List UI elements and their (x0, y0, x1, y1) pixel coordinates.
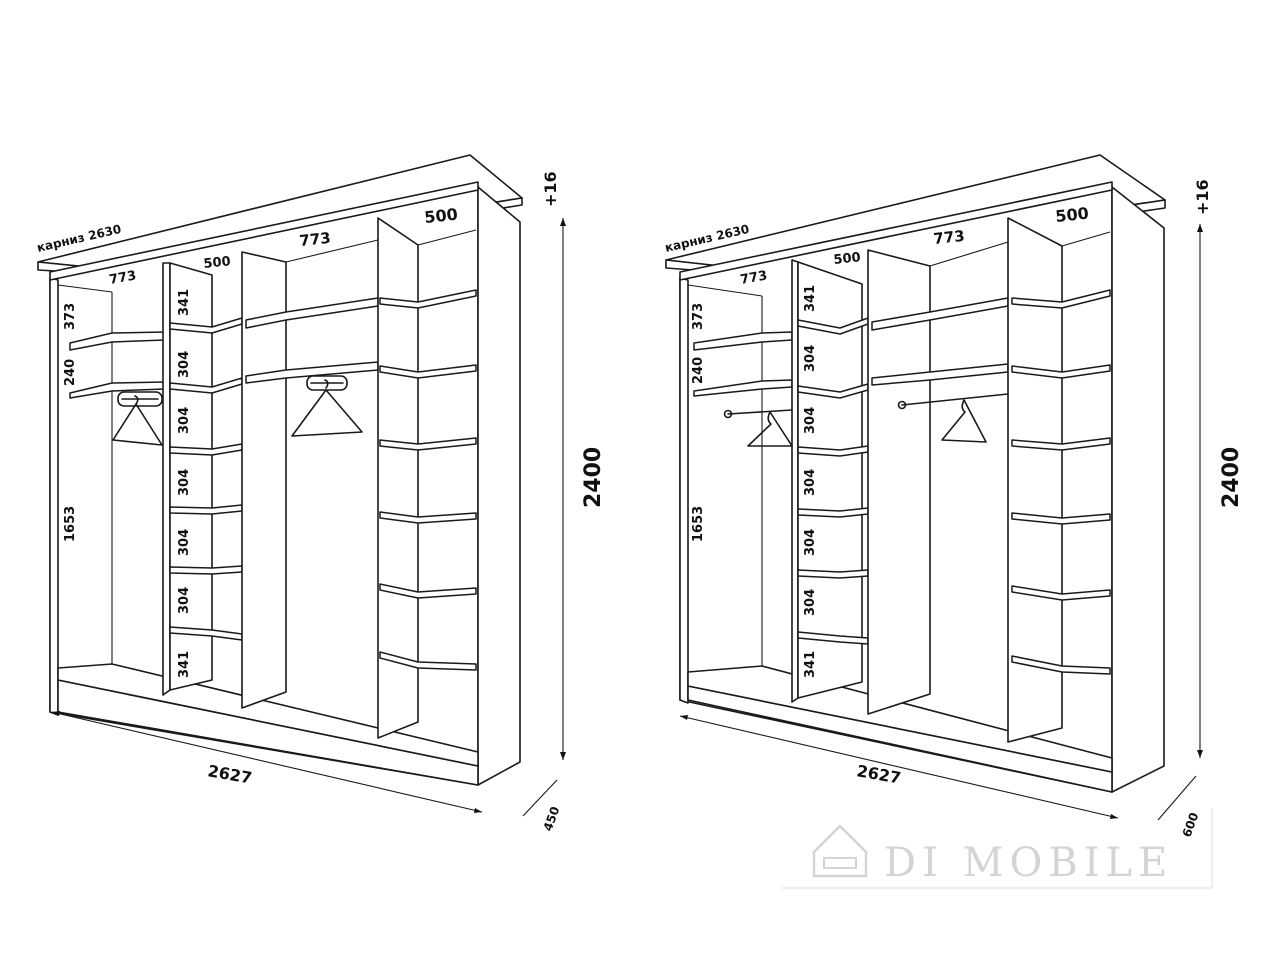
clothes-rail (897, 393, 1009, 410)
wardrobe-1: карниз 2630 +16 2400 2627 450 773 500 77… (36, 154, 606, 833)
section-width-label: 773 (299, 229, 332, 250)
column-height-label: 304 (803, 529, 818, 556)
hanger-icon (941, 399, 987, 443)
left-height-label: 1653 (691, 506, 706, 542)
hanger-icon (291, 379, 363, 437)
section-width-label: 500 (833, 250, 862, 268)
column-height-label: 341 (803, 651, 818, 678)
divider-panel (241, 251, 287, 709)
column-height-label: 304 (177, 529, 192, 556)
divider-panel (377, 217, 419, 739)
height-label: 2400 (1219, 447, 1244, 508)
watermark: DI MOBILE (782, 808, 1213, 889)
width-label: 2627 (206, 761, 253, 787)
column-height-label: 341 (803, 285, 818, 312)
left-height-label: 240 (691, 357, 706, 384)
column-height-label: 304 (177, 407, 192, 434)
column-shelves (169, 317, 243, 641)
left-side-panel (679, 277, 689, 704)
left-height-label: 373 (691, 303, 706, 330)
column-height-label: 304 (177, 469, 192, 496)
width-label: 2627 (855, 761, 902, 787)
pull-out-rail (117, 391, 163, 407)
column-height-label: 304 (803, 469, 818, 496)
top-panel (679, 181, 1113, 281)
right-side-panel (477, 186, 521, 786)
column-height-label: 304 (803, 345, 818, 372)
hanger-icon (112, 395, 163, 446)
divider-panel (867, 249, 931, 715)
brand-watermark: DI MOBILE (884, 840, 1173, 886)
sofa-house-icon (812, 824, 868, 878)
section-width-label: 773 (933, 227, 966, 248)
column-height-label: 304 (177, 351, 192, 378)
dimension-lines (679, 224, 1203, 821)
hanger-icon (747, 411, 793, 447)
column-shelves (797, 317, 869, 645)
divider-panel (162, 262, 171, 696)
left-height-label: 373 (63, 303, 78, 330)
column-height-label: 304 (803, 589, 818, 616)
left-side-panel (49, 277, 59, 716)
column-shelves (379, 289, 477, 671)
column-height-label: 304 (177, 587, 192, 614)
height-plus-label: +16 (541, 171, 560, 207)
section-width-label: 500 (423, 205, 458, 227)
column-shelves (1011, 289, 1111, 675)
depth-label: 450 (541, 805, 563, 833)
column-height-label: 304 (803, 407, 818, 434)
right-side-panel (1111, 186, 1165, 793)
column-height-label: 341 (177, 289, 192, 316)
divider-panel (1007, 217, 1063, 743)
clothes-rail (723, 409, 793, 419)
height-label: 2400 (581, 447, 606, 508)
divider-panel (791, 259, 799, 703)
dimension-lines (51, 218, 566, 817)
height-plus-label: +16 (1193, 179, 1212, 215)
section-width-label: 500 (1054, 204, 1089, 226)
section-width-label: 500 (203, 254, 232, 272)
column-height-label: 341 (177, 651, 192, 678)
left-height-label: 1653 (63, 506, 78, 542)
section-width-label: 773 (739, 268, 768, 287)
depth-label: 600 (1180, 811, 1202, 839)
top-panel (49, 181, 479, 281)
divider-side (169, 262, 213, 691)
section-width-label: 773 (108, 268, 137, 287)
divider-side (797, 261, 863, 699)
left-height-label: 240 (63, 359, 78, 386)
wardrobe-2: карниз 2630 +16 2400 2627 600 773 500 77… (664, 154, 1244, 839)
